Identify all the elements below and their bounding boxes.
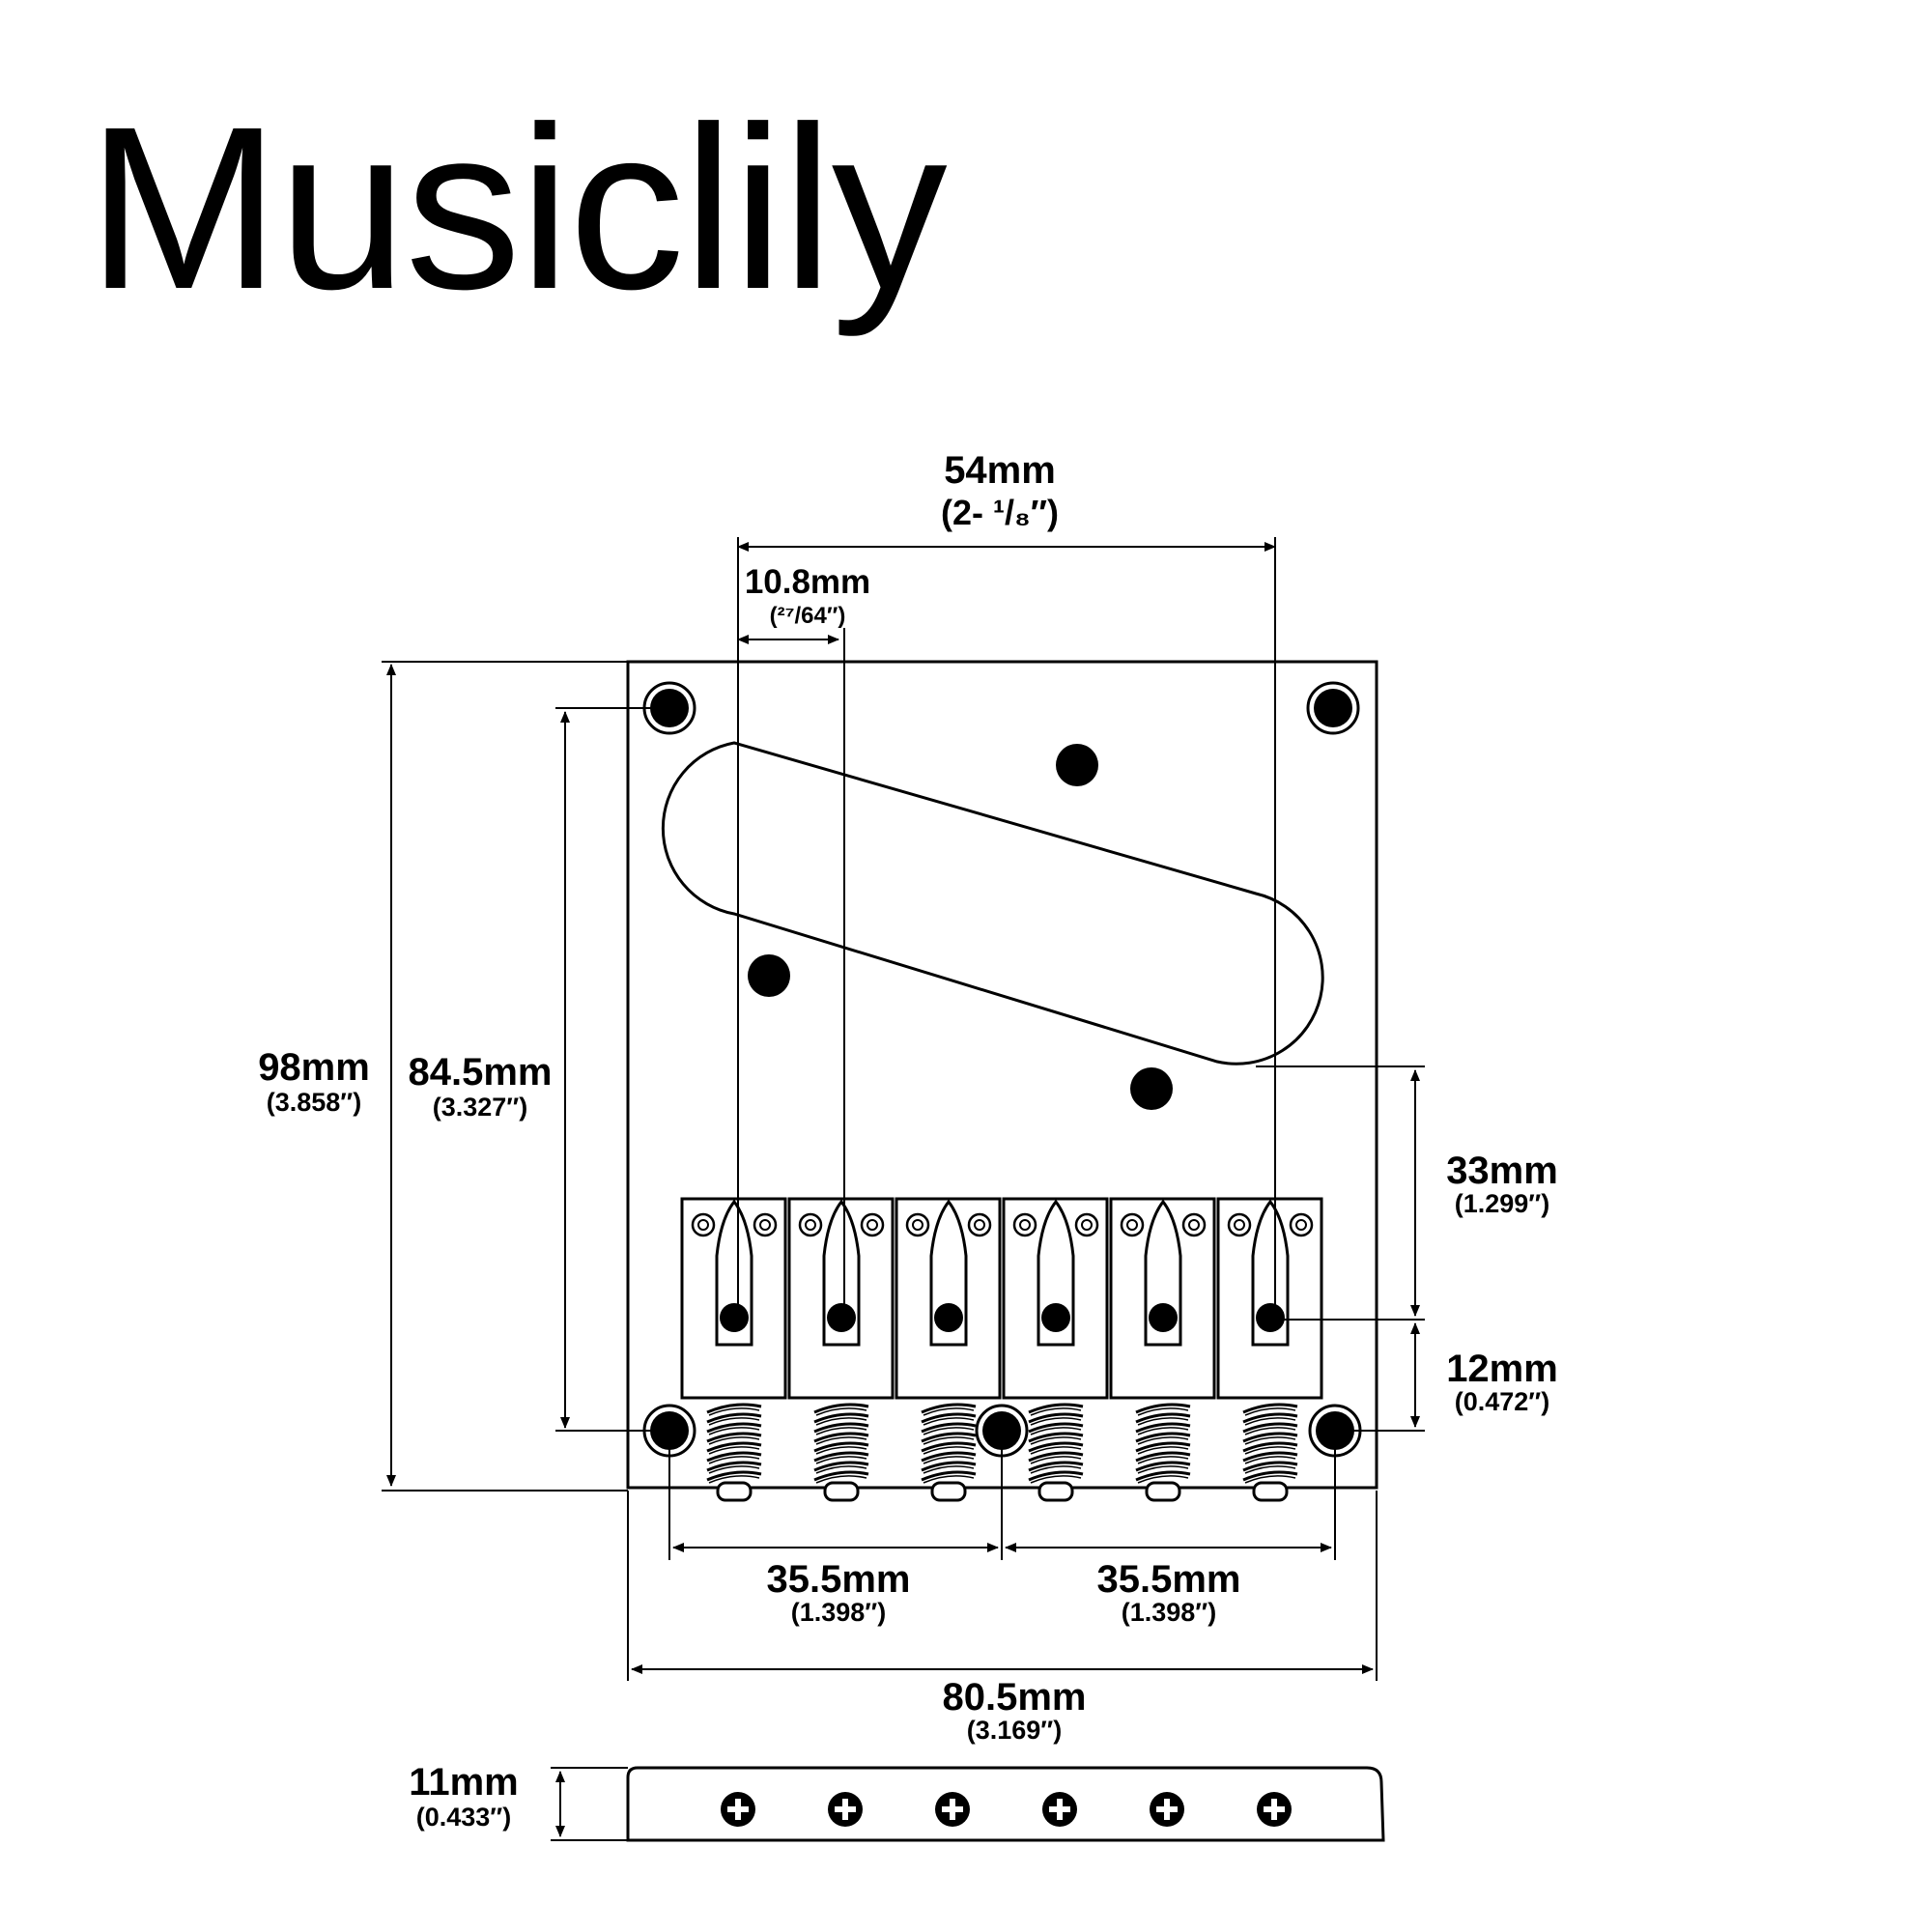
saddle-6 xyxy=(1216,1197,1323,1400)
saddle-2 xyxy=(787,1197,895,1400)
dim-80.5mm-inch: (3.169″) xyxy=(967,1716,1062,1745)
side-screw-5 xyxy=(1150,1792,1184,1827)
dim-35.5mm-left-label: 35.5mm xyxy=(767,1558,911,1601)
bridge-side-view xyxy=(626,1766,1385,1842)
saddle-1 xyxy=(680,1197,787,1400)
dim-10.8mm-label: 10.8mm xyxy=(745,563,870,601)
side-screw-6 xyxy=(1257,1792,1292,1827)
saddle-3 xyxy=(895,1197,1002,1400)
dim-11mm-label: 11mm xyxy=(409,1761,518,1804)
dim-35.5mm-right-label: 35.5mm xyxy=(1097,1558,1241,1601)
dim-98mm-inch: (3.858″) xyxy=(267,1088,361,1117)
side-screw-1 xyxy=(721,1792,755,1827)
side-screw-3 xyxy=(935,1792,970,1827)
dim-33mm-label: 33mm xyxy=(1446,1150,1558,1192)
dim-33mm-inch: (1.299″) xyxy=(1455,1189,1549,1218)
saddle-spring-2 xyxy=(813,1403,869,1502)
saddle-spring-3 xyxy=(921,1403,977,1502)
side-screw-4 xyxy=(1042,1792,1077,1827)
dim-54mm-label: 54mm xyxy=(944,449,1056,492)
pickup-hole-left xyxy=(748,954,790,997)
dim-10.8mm-inch: (²⁷/64″) xyxy=(770,603,846,629)
dim-80.5mm-label: 80.5mm xyxy=(943,1676,1087,1719)
dim-35.5mm-right-inch: (1.398″) xyxy=(1122,1598,1216,1627)
dim-84.5mm-inch: (3.327″) xyxy=(433,1093,527,1122)
dim-54mm-inch: (2- ¹/₈″) xyxy=(941,493,1059,532)
saddle-spring-6 xyxy=(1242,1403,1298,1502)
pickup-hole-top xyxy=(1056,744,1098,786)
saddle-spring-1 xyxy=(706,1403,762,1502)
saddle-4 xyxy=(1002,1197,1109,1400)
bridge-plate xyxy=(626,660,1378,1490)
dim-98mm-label: 98mm xyxy=(258,1046,370,1089)
mount-screw-top-right xyxy=(1306,681,1360,735)
saddle-group xyxy=(680,1197,1323,1502)
dim-12mm-inch: (0.472″) xyxy=(1455,1387,1549,1416)
pickup-cavity xyxy=(661,741,1324,1065)
side-screw-2 xyxy=(828,1792,863,1827)
brand-title: Musiclily xyxy=(87,78,948,337)
dim-12mm-label: 12mm xyxy=(1446,1348,1558,1390)
saddle-5 xyxy=(1109,1197,1216,1400)
side-view-screws xyxy=(721,1792,1292,1827)
dim-84.5mm-label: 84.5mm xyxy=(409,1051,553,1094)
dim-11mm-inch: (0.433″) xyxy=(416,1803,511,1832)
saddle-spring-5 xyxy=(1135,1403,1191,1502)
saddle-spring-4 xyxy=(1028,1403,1084,1502)
dim-35.5mm-left-inch: (1.398″) xyxy=(791,1598,886,1627)
pickup-hole-bottom xyxy=(1130,1067,1173,1110)
